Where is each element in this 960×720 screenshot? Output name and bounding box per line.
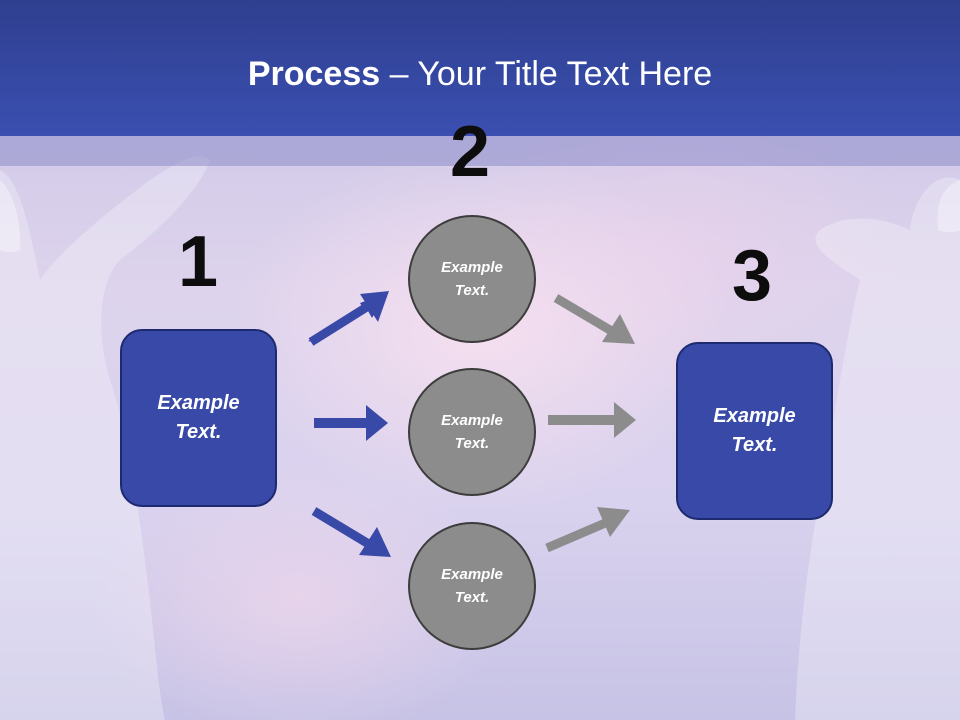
step-3-box-label: Example Text.	[713, 405, 796, 456]
statue-right-image	[795, 177, 960, 720]
gray-arrow-down	[553, 294, 635, 344]
title-bar	[0, 0, 960, 136]
title-bold-part: Process	[247, 55, 381, 93]
statue-left-image	[0, 156, 210, 720]
step-1-box: Example Text.	[120, 329, 277, 507]
step-3-box: Example Text.	[676, 342, 833, 520]
circle-middle-label: Example Text.	[441, 412, 503, 452]
slide-title: Process – Your Title Text Here	[0, 54, 960, 94]
title-rest-part: – Your Title Text Here	[380, 55, 713, 93]
blue-arrow-up-body	[308, 291, 389, 346]
step-number-3: 3	[732, 236, 773, 316]
circle-bottom-label: Example Text.	[441, 566, 503, 606]
step-2-circle-bottom: Example Text.	[408, 522, 536, 650]
gray-arrow-right	[548, 402, 636, 438]
step-2-circle-middle: Example Text.	[408, 368, 536, 496]
step-number-1: 1	[178, 222, 219, 302]
circle-top-label: Example Text.	[441, 259, 503, 299]
gray-arrow-up	[545, 507, 630, 553]
blue-arrow-right	[314, 405, 388, 441]
title-bar-band	[0, 136, 960, 166]
step-2-circle-top: Example Text.	[408, 215, 536, 343]
step-number-2: 2	[450, 112, 491, 192]
step-1-box-label: Example Text.	[157, 392, 240, 443]
blue-arrow-down	[311, 507, 391, 557]
